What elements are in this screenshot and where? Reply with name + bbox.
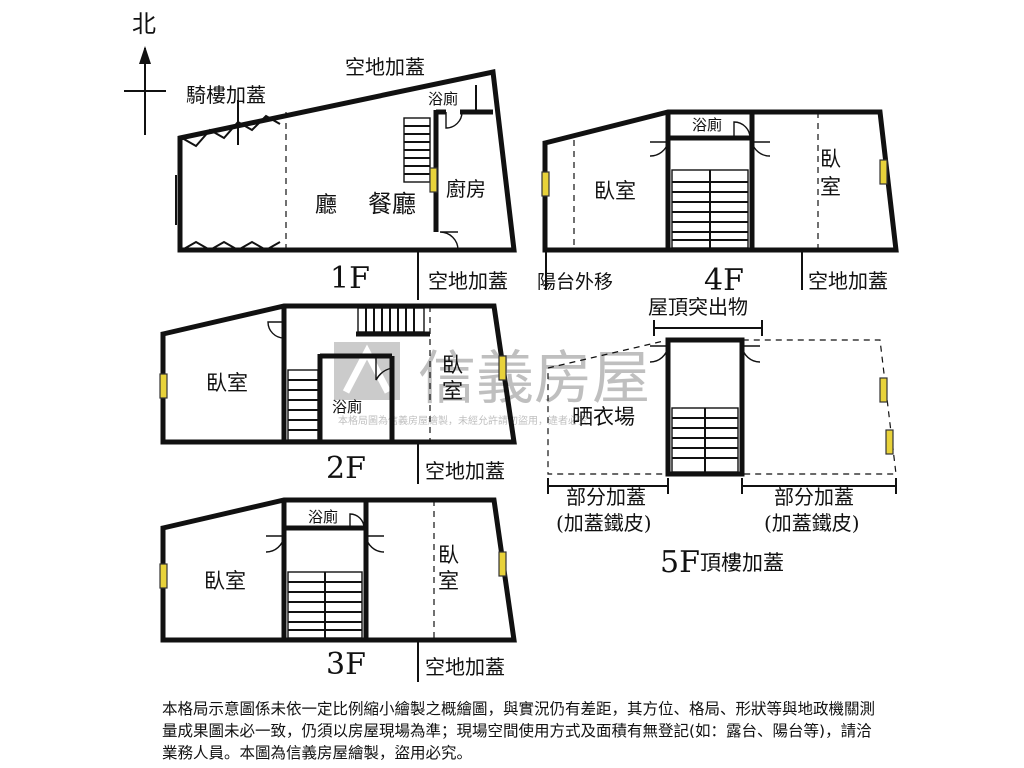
floor-label-4f: 4F	[704, 263, 744, 298]
room-bath-1f: 浴廁	[428, 90, 458, 108]
note-open-4f: 空地加蓋	[808, 269, 888, 293]
floor-label-5f: 5F	[660, 545, 700, 580]
floor-subtitle-5f: 頂樓加蓋	[700, 551, 784, 575]
watermark-brand: 信義房屋	[418, 344, 650, 412]
floor-2f: 臥室 臥 室 浴廁 空地加蓋 2F	[159, 303, 517, 486]
window-1f	[429, 167, 438, 193]
room-bath-2f: 浴廁	[332, 398, 362, 416]
stairs-1f	[403, 117, 431, 183]
note-roof-5f: 屋頂突出物	[648, 295, 748, 319]
stairs-4f	[671, 169, 749, 249]
floor-label-2f: 2F	[326, 451, 366, 486]
stairs-3f	[287, 571, 363, 639]
floor-5f: 屋頂突出物 晒衣場 部分加蓋 (加蓋鐵皮) 部分加蓋 (加蓋鐵皮) 5F 頂樓加…	[547, 295, 897, 580]
note-balcony-4f: 陽台外移	[537, 271, 613, 293]
note-partial-right-sub-5f: (加蓋鐵皮)	[764, 511, 860, 535]
note-open-bottom-1f: 空地加蓋	[428, 269, 508, 293]
note-partial-right-5f: 部分加蓋	[774, 485, 854, 509]
room-laundry-5f: 晒衣場	[572, 405, 635, 429]
arcade-zigzag-bottom	[181, 240, 281, 252]
watermark-subtext: 本格局圖為信義房屋繪製，未經允許請勿盜用，違者必究	[338, 414, 588, 427]
note-partial-left-sub-5f: (加蓋鐵皮)	[556, 511, 652, 535]
note-open-top-1f: 空地加蓋	[345, 55, 425, 79]
floor-1f: 廳 餐廳 廚房 浴廁 騎樓加蓋 空地加蓋 空地加蓋 1F	[175, 55, 517, 300]
window-2f-right	[498, 355, 507, 381]
floor-label-3f: 3F	[326, 647, 366, 682]
room-kitchen-1f: 廚房	[446, 177, 486, 201]
floor-3f: 臥室 臥 室 浴廁 空地加蓋 3F	[159, 497, 517, 682]
window-2f-left	[159, 373, 168, 399]
door-back-1f	[439, 231, 459, 251]
room-dining-1f: 餐廳	[368, 190, 416, 218]
floor-label-1f: 1F	[330, 261, 370, 296]
room-bed-right-2f-a: 臥	[442, 353, 463, 377]
disclaimer-text: 本格局示意圖係未依一定比例縮小繪製之概繪圖，與實況仍有差距，其方位、格局、形狀等…	[162, 700, 876, 762]
floor-4f: 臥室 臥 室 浴廁 陽台外移 空地加蓋 4F	[537, 109, 899, 298]
room-bed-right-4f-b: 室	[820, 175, 841, 199]
room-bed-left-4f: 臥室	[594, 179, 636, 203]
floor-5f-outline	[547, 339, 897, 475]
door-bath-1f	[445, 111, 463, 129]
compass-north-label: 北	[132, 10, 156, 38]
window-5f-a	[879, 377, 888, 403]
room-bed-left-2f: 臥室	[206, 371, 248, 395]
room-hall-1f: 廳	[315, 193, 337, 218]
window-3f-right	[498, 551, 507, 577]
window-5f-b	[885, 429, 894, 455]
note-open-2f: 空地加蓋	[425, 459, 505, 483]
room-bath-3f: 浴廁	[308, 508, 338, 526]
watermark: 信義房屋 本格局圖為信義房屋繪製，未經允許請勿盜用，違者必究	[334, 342, 650, 427]
room-bed-right-3f-b: 室	[438, 569, 459, 593]
floor-1f-outline	[177, 68, 517, 253]
roof-structure-5f	[665, 337, 745, 477]
room-bed-right-4f-a: 臥	[820, 147, 841, 171]
window-4f-left	[541, 171, 550, 197]
room-bed-right-2f-b: 室	[442, 379, 463, 403]
stairs-2f	[287, 307, 425, 441]
window-3f-left	[159, 563, 168, 589]
stairs-5f	[671, 407, 739, 473]
floor-4f-outline	[542, 109, 899, 253]
room-bed-left-3f: 臥室	[204, 569, 246, 593]
window-4f-right	[879, 159, 888, 185]
note-open-3f: 空地加蓋	[425, 655, 505, 679]
note-arcade-1f: 騎樓加蓋	[186, 83, 266, 107]
room-bath-4f: 浴廁	[692, 116, 722, 134]
room-bed-right-3f-a: 臥	[438, 543, 459, 567]
arcade-zigzag-top	[181, 114, 281, 148]
compass: 北	[124, 10, 166, 135]
compass-arrow-head	[139, 46, 151, 64]
note-partial-left-5f: 部分加蓋	[566, 485, 646, 509]
